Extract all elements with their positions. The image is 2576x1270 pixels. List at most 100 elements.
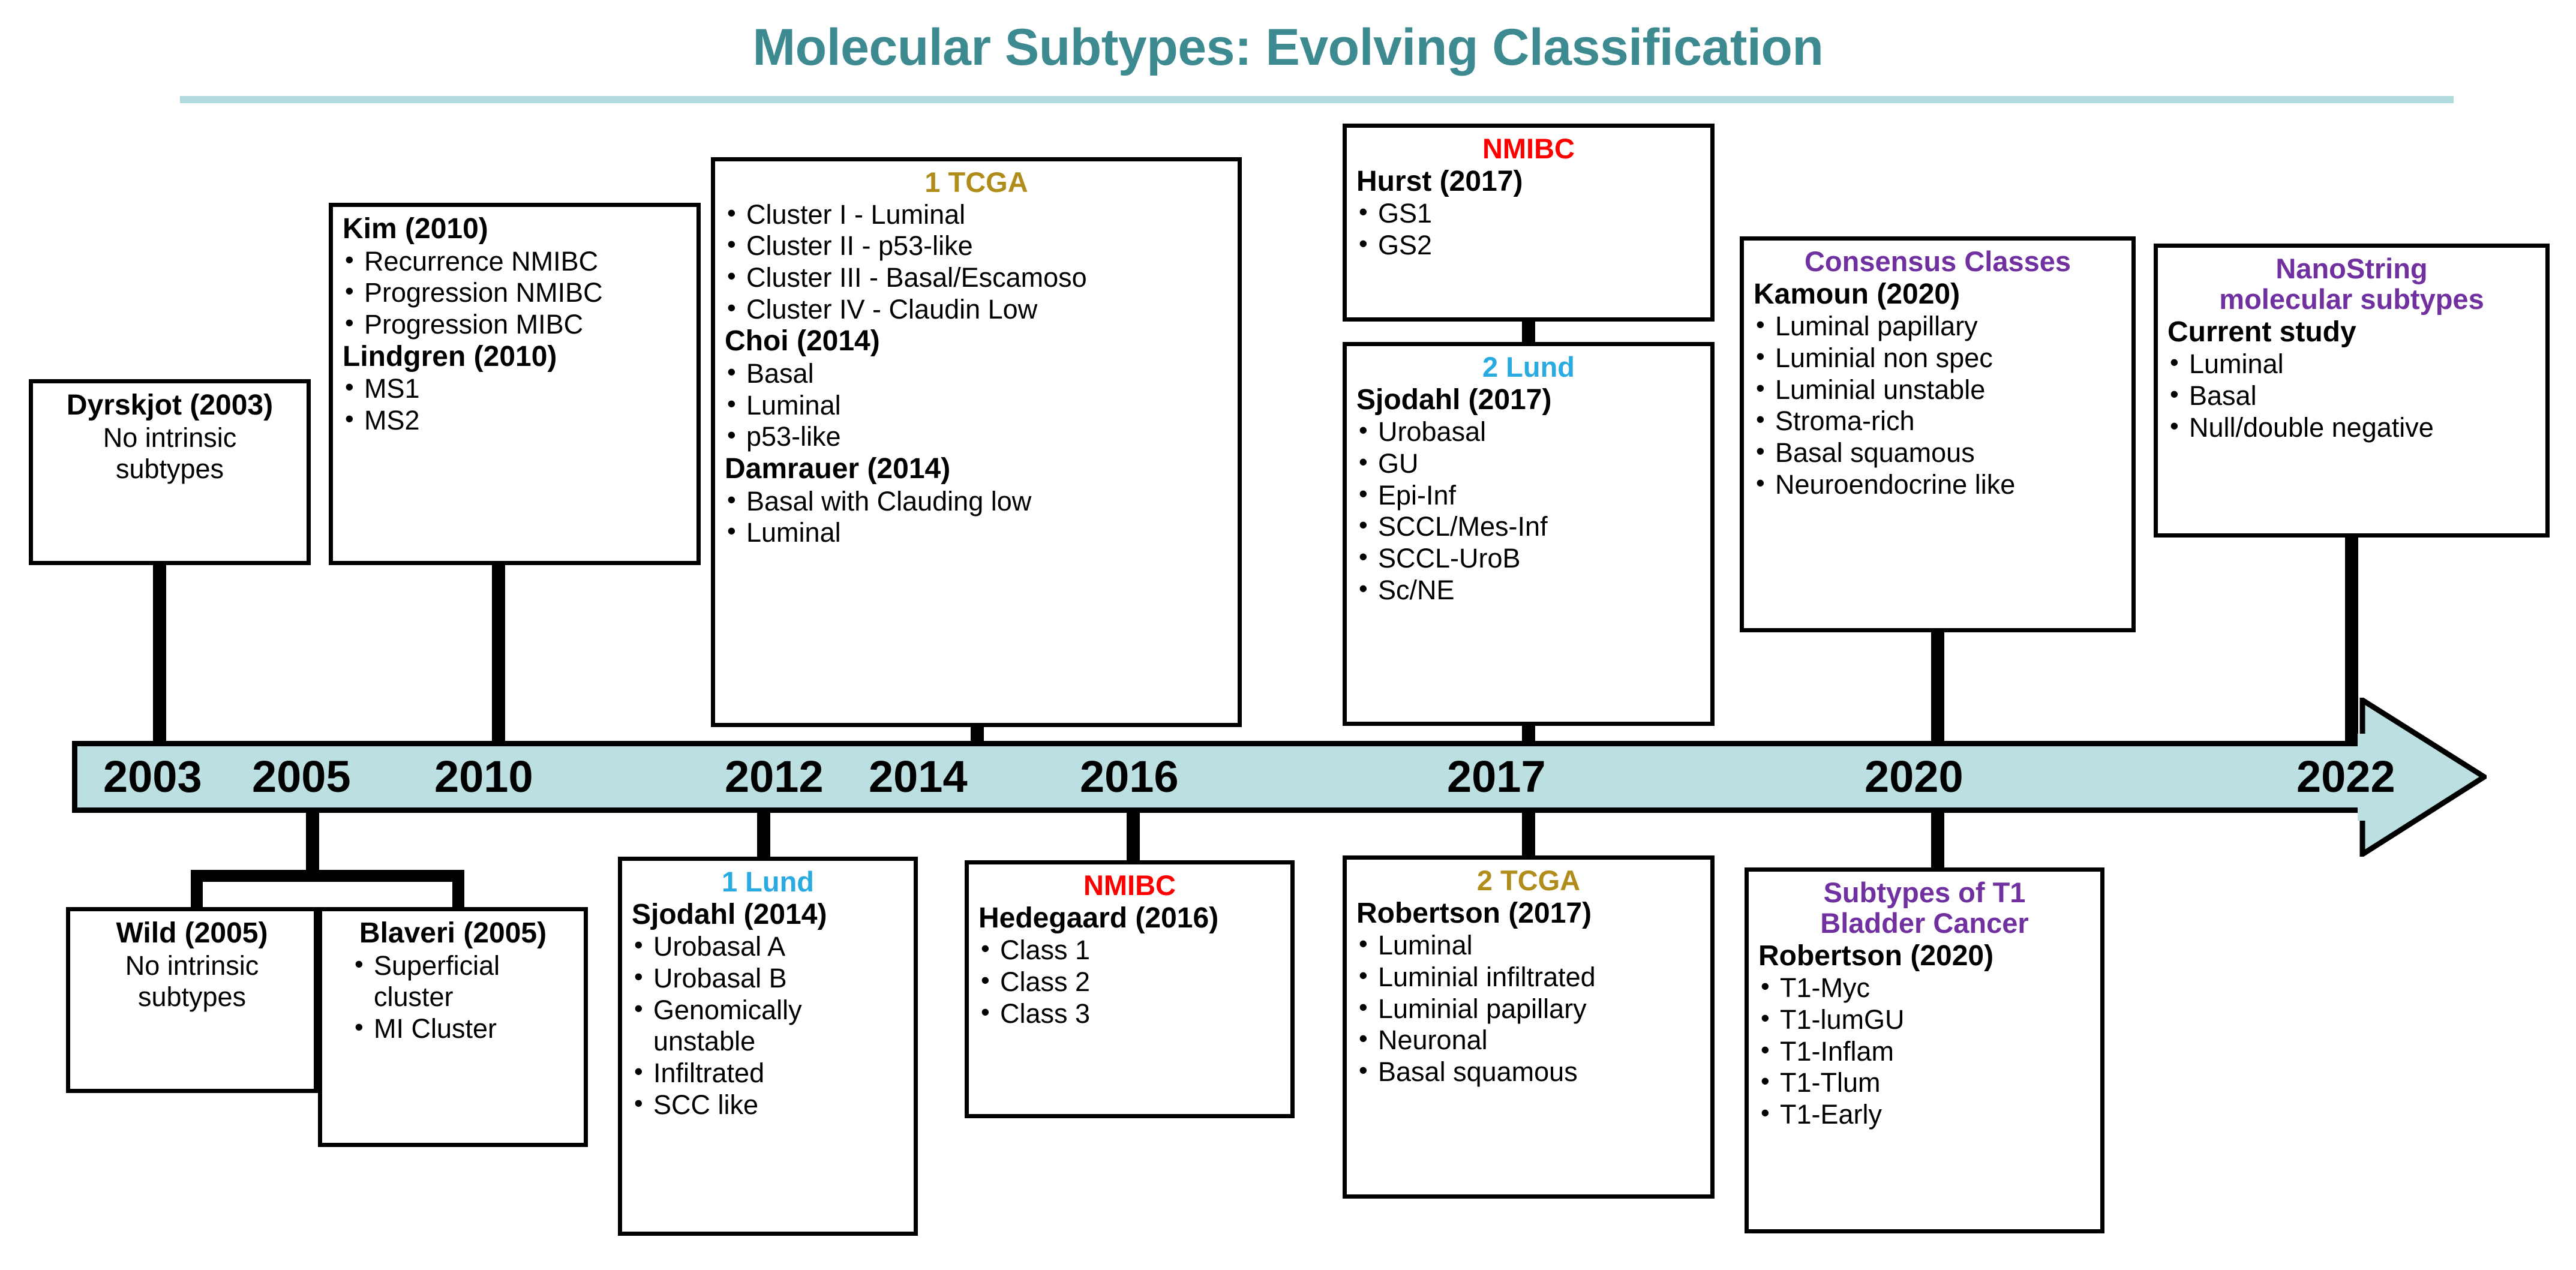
list-item: Recurrence NMIBC xyxy=(344,245,687,278)
box-list-kamoun: Luminal papillary Luminial non spec Lumi… xyxy=(1755,310,2122,501)
list-item: Epi-Inf xyxy=(1358,479,1701,512)
list-item: Null/double negative xyxy=(2169,411,2536,444)
list-item: Progression MIBC xyxy=(344,308,687,341)
list-item: Superficial cluster xyxy=(353,949,574,1013)
list-item: Luminal xyxy=(2169,347,2536,380)
list-item: Basal with Clauding low xyxy=(726,485,1228,518)
box-author-choi: Choi (2014) xyxy=(725,325,880,358)
box-list-t1subtypes: T1-Myc T1-lumGU T1-Inflam T1-Tlum T1-Ear… xyxy=(1760,971,2091,1131)
box-author-sjodahl-2017: Sjodahl (2017) xyxy=(1356,383,1552,416)
list-item: SCCL-UroB xyxy=(1358,542,1701,575)
box-author: Dyrskjot (2003) xyxy=(66,389,274,421)
box-hedegaard-2016: NMIBC Hedegaard (2016) Class 1 Class 2 C… xyxy=(965,860,1295,1118)
list-item: Cluster II - p53-like xyxy=(726,229,1228,262)
list-item: Luminal papillary xyxy=(1755,310,2122,343)
title-underline-rule xyxy=(180,96,2454,103)
box-author-current-study: Current study xyxy=(2167,316,2356,348)
box-author-robertson-2017: Robertson (2017) xyxy=(1356,897,1592,929)
list-item: T1-Myc xyxy=(1760,971,2091,1004)
list-item: T1-Tlum xyxy=(1760,1066,2091,1099)
list-item: Basal squamous xyxy=(1358,1055,1701,1088)
connector-t1subtypes xyxy=(1931,810,1944,870)
list-item: Stroma-rich xyxy=(1755,404,2122,437)
list-item: Luminial infiltrated xyxy=(1358,960,1701,993)
box-list-hurst: GS1 GS2 xyxy=(1358,197,1701,261)
list-item: p53-like xyxy=(726,420,1228,453)
connector-kamoun xyxy=(1931,630,1944,745)
list-item: Luminial papillary xyxy=(1358,992,1701,1025)
connector-lund1 xyxy=(757,810,770,859)
list-item: Class 1 xyxy=(980,933,1281,966)
timeline-year-2016: 2016 xyxy=(1080,752,1179,801)
list-item: SCCL/Mes-Inf xyxy=(1358,510,1701,543)
connector-kim-lindgren xyxy=(492,564,505,744)
box-plain-text: No intrinsic subtypes xyxy=(103,422,237,484)
page-title: Molecular Subtypes: Evolving Classificat… xyxy=(752,19,1824,76)
timeline-year-2010: 2010 xyxy=(434,752,533,801)
box-author-blaveri: Blaveri (2005) xyxy=(359,917,547,949)
list-item: Luminal xyxy=(726,389,1228,422)
list-item: SCC like xyxy=(633,1088,904,1121)
box-lund1-2014: 1 Lund Sjodahl (2014) Urobasal A Urobasa… xyxy=(618,857,918,1236)
timeline-year-2020: 2020 xyxy=(1865,752,1963,801)
box-list-hedegaard: Class 1 Class 2 Class 3 xyxy=(980,933,1281,1029)
timeline-arrow-band xyxy=(72,741,2370,813)
list-item: MI Cluster xyxy=(353,1012,574,1045)
box-author-hurst: Hurst (2017) xyxy=(1356,165,1523,197)
list-item: T1-Early xyxy=(1760,1098,2091,1131)
box-plain-text: No intrinsic subtypes xyxy=(125,950,259,1012)
list-item: Infiltrated xyxy=(633,1056,904,1089)
box-list-choi: Basal Luminal p53-like xyxy=(726,357,1228,453)
box-lund2-2017: 2 Lund Sjodahl (2017) Urobasal GU Epi-In… xyxy=(1343,342,1715,726)
box-header-lund2: 2 Lund xyxy=(1482,351,1575,383)
box-t1-subtypes-2020: Subtypes of T1 Bladder Cancer Robertson … xyxy=(1745,867,2104,1233)
connector-lund2 xyxy=(1522,723,1535,745)
timeline-year-2014: 2014 xyxy=(869,752,968,801)
box-blaveri-2005: Blaveri (2005) Superficial cluster MI Cl… xyxy=(318,907,588,1147)
box-header-nanostring: NanoString molecular subtypes xyxy=(2219,253,2484,315)
list-item: GS1 xyxy=(1358,197,1701,230)
box-list-tcga1: Cluster I - Luminal Cluster II - p53-lik… xyxy=(726,198,1228,326)
box-author-lindgren: Lindgren (2010) xyxy=(343,340,557,373)
box-list-kim: Recurrence NMIBC Progression NMIBC Progr… xyxy=(344,245,687,341)
list-item: Neuronal xyxy=(1358,1023,1701,1056)
fork-crossbar-2005 xyxy=(191,870,464,882)
connector-hurst-to-lund2 xyxy=(1522,320,1535,344)
box-author-robertson-2020: Robertson (2020) xyxy=(1758,939,1994,972)
list-item: Cluster III - Basal/Escamoso xyxy=(726,261,1228,294)
list-item: Luminal xyxy=(726,516,1228,549)
list-item: Class 2 xyxy=(980,965,1281,998)
box-list-blaveri: Superficial cluster MI Cluster xyxy=(353,949,574,1045)
connector-tcga1 xyxy=(971,726,984,745)
box-tcga2-2017: 2 TCGA Robertson (2017) Luminal Luminial… xyxy=(1343,855,1715,1199)
box-header-nmibc-hurst: NMIBC xyxy=(1482,133,1575,164)
box-dyrskjot-2003: Dyrskjot (2003) No intrinsic subtypes xyxy=(29,379,311,565)
box-author-kim: Kim (2010) xyxy=(343,213,488,245)
connector-hedegaard xyxy=(1127,810,1140,863)
connector-tcga2 xyxy=(1522,810,1535,858)
list-item: Neuroendocrine like xyxy=(1755,468,2122,501)
timeline-year-2012: 2012 xyxy=(725,752,824,801)
list-item: Urobasal A xyxy=(633,930,904,963)
box-header-nmibc-hedegaard: NMIBC xyxy=(1083,869,1176,901)
list-item: Urobasal xyxy=(1358,415,1701,448)
timeline-year-2022: 2022 xyxy=(2296,752,2395,801)
fork-stem-2005 xyxy=(306,810,319,876)
list-item: Basal xyxy=(726,357,1228,390)
box-author-hedegaard: Hedegaard (2016) xyxy=(978,902,1219,934)
list-item: Sc/NE xyxy=(1358,574,1701,607)
list-item: MS2 xyxy=(344,404,687,437)
box-tcga1-2012: 1 TCGA Cluster I - Luminal Cluster II - … xyxy=(711,157,1242,727)
box-hurst-2017: NMIBC Hurst (2017) GS1 GS2 xyxy=(1343,124,1715,322)
connector-nanostring xyxy=(2345,535,2358,745)
box-kim-lindgren-2010: Kim (2010) Recurrence NMIBC Progression … xyxy=(329,203,701,565)
box-author-damrauer: Damrauer (2014) xyxy=(725,452,951,485)
timeline-year-2017: 2017 xyxy=(1447,752,1546,801)
list-item: Luminial non spec xyxy=(1755,341,2122,374)
box-list-lindgren: MS1 MS2 xyxy=(344,372,687,437)
box-list-tcga2: Luminal Luminial infiltrated Luminial pa… xyxy=(1358,929,1701,1088)
box-list-lund2: Urobasal GU Epi-Inf SCCL/Mes-Inf SCCL-Ur… xyxy=(1358,415,1701,607)
list-item: Progression NMIBC xyxy=(344,276,687,309)
fork-drop-right-blaveri xyxy=(452,870,464,912)
